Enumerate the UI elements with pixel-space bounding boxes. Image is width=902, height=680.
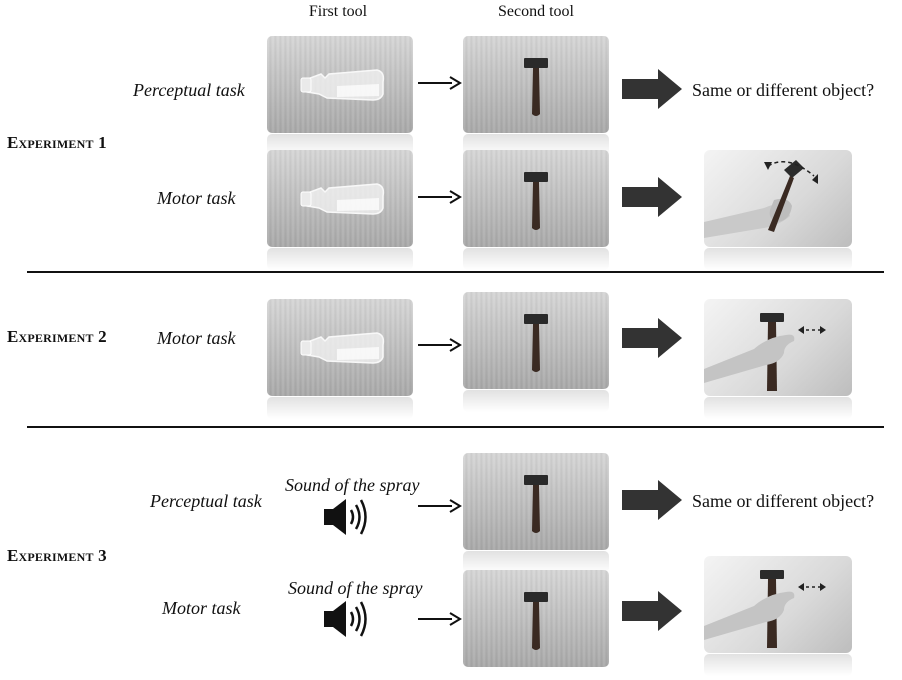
exp3-outcome-text: Same or different object? — [692, 491, 875, 511]
speaker-icon — [324, 499, 367, 535]
hammer-reflection — [463, 248, 609, 270]
spray-bottle-photo — [267, 150, 413, 247]
speaker-icon — [324, 601, 367, 637]
hammer-icon — [524, 592, 548, 650]
exp3-motor-task-label: Motor task — [162, 598, 241, 618]
spray-bottle-reflection — [267, 397, 413, 419]
spray-bottle-photo — [267, 36, 413, 133]
spray-bottle-icon — [300, 332, 385, 364]
first-tool-header: First tool — [308, 3, 368, 20]
hammer-icon — [524, 172, 548, 230]
experiment-3-label: Experiment 3 — [7, 546, 107, 565]
spray-bottle-photo — [267, 299, 413, 396]
exp1-motor-task-label: Motor task — [157, 188, 236, 208]
second-tool-header: Second tool — [498, 3, 574, 20]
block-arrow-icon — [622, 591, 682, 631]
hammer-photo — [463, 36, 609, 133]
block-arrow-icon — [622, 318, 682, 358]
separator-1 — [27, 271, 884, 273]
exp2-motor-task-label: Motor task — [157, 328, 236, 348]
separator-2 — [27, 426, 884, 428]
arrow-right-icon — [418, 338, 462, 352]
spray-bottle-icon — [300, 69, 385, 101]
exp1-outcome-text: Same or different object? — [692, 80, 875, 100]
hand-rotating-hammer-photo — [704, 150, 852, 247]
block-arrow-icon — [622, 480, 682, 520]
hammer-photo — [463, 292, 609, 389]
arrow-right-icon — [418, 612, 462, 626]
hammer-reflection — [463, 551, 609, 573]
arrow-right-icon — [418, 499, 462, 513]
hammer-photo — [463, 570, 609, 667]
experiment-1-label: Experiment 1 — [7, 133, 107, 152]
hand-grasping-hammer-icon — [704, 313, 826, 391]
arrow-right-icon — [418, 76, 462, 90]
exp3-motor-sound-label: Sound of the spray — [288, 578, 423, 598]
hammer-photo — [463, 453, 609, 550]
hand-grasping-hammer-photo — [704, 556, 852, 653]
hammer-reflection — [463, 390, 609, 412]
block-arrow-icon — [622, 69, 682, 109]
hammer-icon — [524, 314, 548, 372]
hammer-icon — [524, 475, 548, 533]
exp1-perceptual-task-label: Perceptual task — [133, 80, 245, 100]
hand-grasping-hammer-photo — [704, 299, 852, 396]
exp3-perceptual-task-label: Perceptual task — [150, 491, 262, 511]
hammer-icon — [524, 58, 548, 116]
spray-bottle-reflection — [267, 248, 413, 270]
hand-reflection — [704, 654, 852, 676]
hand-reflection — [704, 248, 852, 270]
hand-grasping-hammer-icon — [704, 570, 826, 648]
hammer-photo — [463, 150, 609, 247]
arrow-right-icon — [418, 190, 462, 204]
block-arrow-icon — [622, 177, 682, 217]
hand-rotating-hammer-icon — [704, 160, 818, 238]
spray-bottle-icon — [300, 183, 385, 215]
hand-reflection — [704, 397, 852, 419]
experiment-2-label: Experiment 2 — [7, 327, 107, 346]
exp3-perceptual-sound-label: Sound of the spray — [285, 475, 420, 495]
